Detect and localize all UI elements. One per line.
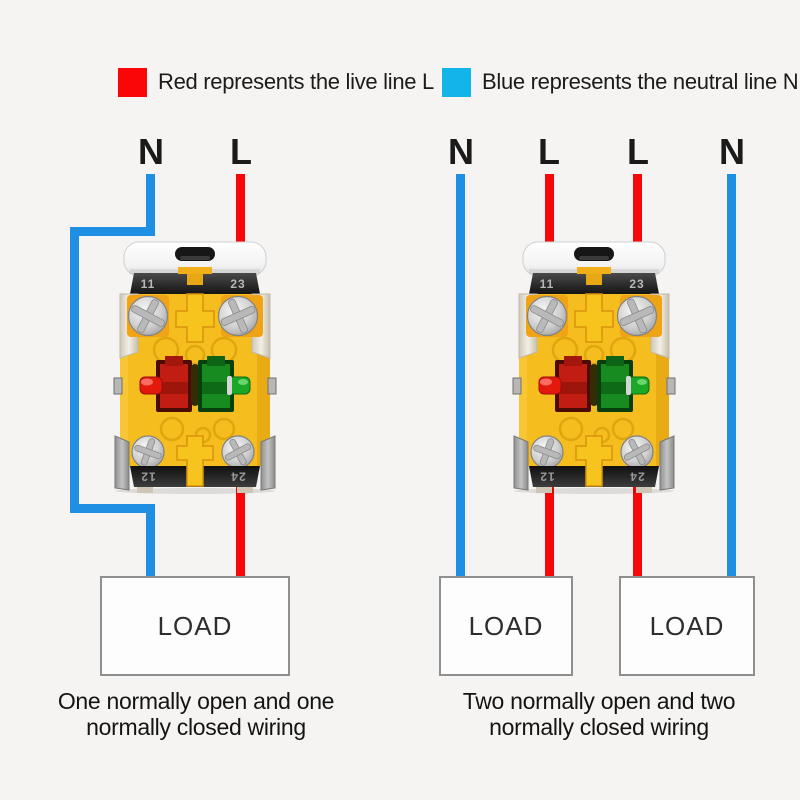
left-load-label: LOAD: [157, 610, 233, 641]
left-caption-line2: normally closed wiring: [86, 714, 306, 740]
right-neutral-wire-1: [456, 174, 465, 576]
legend-blue-swatch: [442, 67, 471, 97]
left-label-l: L: [230, 131, 252, 172]
left-neutral-wire-bottom-run: [70, 504, 155, 513]
right-load-label-2: LOAD: [649, 610, 725, 641]
left-label-n: N: [138, 131, 164, 172]
left-neutral-wire-drop: [146, 174, 155, 236]
legend-blue-label: Blue represents the neutral line N: [482, 69, 799, 94]
right-label-n2: N: [719, 131, 745, 172]
right-caption-line2: normally closed wiring: [489, 714, 709, 740]
left-caption-line1: One normally open and one: [57, 688, 335, 714]
right-label-n1: N: [448, 131, 474, 172]
legend-live-line: Red represents the live line L: [118, 67, 434, 97]
legend-red-swatch: [118, 67, 147, 97]
push-button-switch-right: [506, 238, 682, 494]
left-neutral-wire-top-run: [70, 227, 155, 236]
push-button-switch-left: [107, 238, 283, 494]
left-load-box: LOAD: [100, 576, 290, 676]
right-caption: Two normally open and two normally close…: [443, 688, 755, 740]
right-load-label-1: LOAD: [468, 610, 544, 641]
right-caption-line1: Two normally open and two: [462, 688, 736, 714]
right-load-box-2: LOAD: [619, 576, 755, 676]
left-caption: One normally open and one normally close…: [40, 688, 352, 740]
left-neutral-wire-to-load: [146, 504, 155, 576]
right-neutral-wire-2: [727, 174, 736, 576]
right-load-box-1: LOAD: [439, 576, 573, 676]
left-neutral-wire-bypass: [70, 227, 79, 513]
right-label-l1: L: [538, 131, 560, 172]
legend-red-label: Red represents the live line L: [158, 69, 434, 94]
right-label-l2: L: [627, 131, 649, 172]
legend-neutral-line: Blue represents the neutral line N: [442, 67, 799, 97]
